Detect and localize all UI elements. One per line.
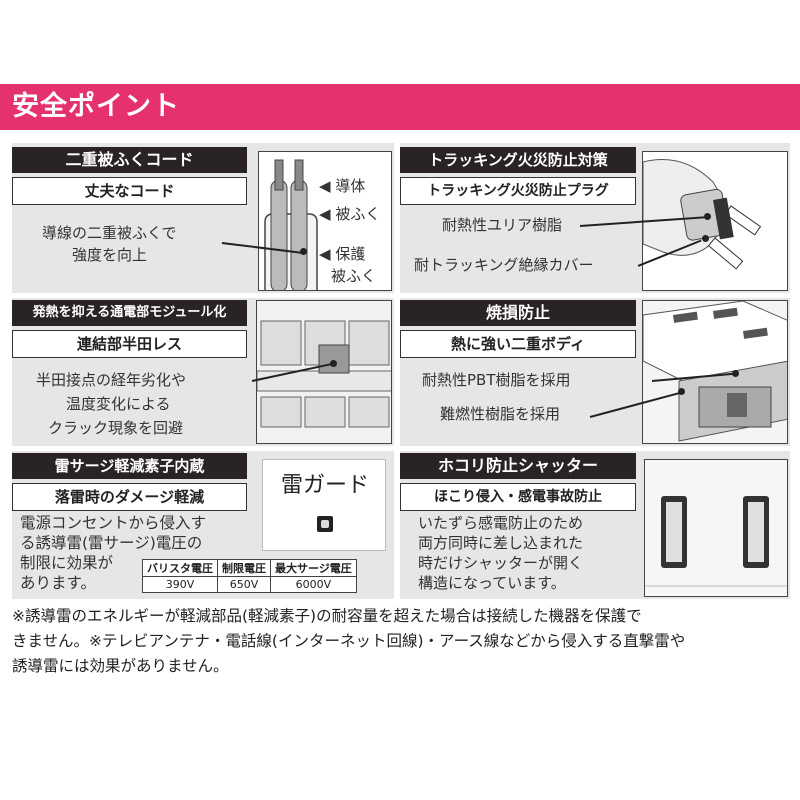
- leader-dot: [702, 235, 709, 242]
- panel-title: 雷サージ軽減素子内蔵: [12, 453, 247, 479]
- module-figure: [256, 300, 392, 444]
- section-title: 安全ポイント: [12, 91, 180, 122]
- plug-figure: [642, 151, 788, 291]
- panel-shutter: ホコリ防止シャッター ほこり侵入・感電事故防止 いたずら感電防止のため 両方同時…: [400, 451, 790, 599]
- leader-dot: [732, 370, 739, 377]
- cable-label: ◀ 被ふく: [319, 205, 381, 223]
- leader-dot: [704, 213, 711, 220]
- cable-figure: ◀ 導体 ◀ 被ふく ◀ 保護 被ふく: [258, 151, 392, 291]
- desc-line: 電源コンセントから侵入す: [20, 514, 207, 532]
- panel-title: ホコリ防止シャッター: [400, 453, 636, 479]
- plug-illustration: [643, 159, 762, 270]
- shutter-figure: [644, 459, 788, 597]
- desc-line: いたずら感電防止のため: [418, 514, 584, 532]
- table-header: 最大サージ電圧: [270, 559, 357, 577]
- leader-dot: [678, 388, 685, 395]
- panel-burn: 焼損防止 熱に強い二重ボディ 耐熱性PBT樹脂を採用 難燃性樹脂を採用: [400, 298, 790, 446]
- table-cell: 6000V: [270, 576, 357, 593]
- panel-subtitle: 熱に強い二重ボディ: [400, 330, 636, 358]
- panel-subtitle: トラッキング火災防止プラグ: [400, 177, 636, 205]
- panel-subtitle: ほこり侵入・感電事故防止: [400, 483, 636, 511]
- panel-title: 二重被ふくコード: [12, 147, 247, 173]
- panel-subtitle: 落雷時のダメージ軽減: [12, 483, 247, 511]
- voltage-table: バリスタ電圧 制限電圧 最大サージ電圧 390V 650V 6000V: [142, 559, 357, 593]
- plug-label: 耐トラッキング絶縁カバー: [414, 256, 594, 274]
- table-header: 制限電圧: [217, 559, 271, 577]
- desc-line: 導線の二重被ふくで: [42, 224, 177, 242]
- module-illustration: [257, 301, 391, 443]
- guard-label: 雷ガード: [280, 473, 369, 498]
- cable-label: ◀ 導体: [319, 177, 366, 195]
- leader-dot: [330, 360, 337, 367]
- desc-line: 構造になっています。: [418, 574, 566, 592]
- indicator-lamp-icon: [317, 516, 333, 532]
- cable-label: ◀ 保護: [319, 245, 366, 263]
- body-label: 難燃性樹脂を採用: [440, 405, 561, 423]
- body-illustration: [643, 301, 787, 443]
- footnote-line: ※誘導雷のエネルギーが軽減部品(軽減素子)の耐容量を超えた場合は接続した機器を保…: [12, 607, 642, 625]
- desc-line: 強度を向上: [72, 246, 148, 264]
- desc-line: 時だけシャッターが開く: [418, 554, 584, 572]
- panel-tracking: トラッキング火災防止対策 トラッキング火災防止プラグ 耐熱性ユリア樹脂 耐トラッ…: [400, 143, 790, 293]
- cable-label: 被ふく: [331, 267, 377, 285]
- desc-line: あります。: [20, 574, 96, 592]
- panel-title: 発熱を抑える通電部モジュール化: [12, 300, 247, 326]
- panel-title: トラッキング火災防止対策: [400, 147, 636, 173]
- table-header: バリスタ電圧: [142, 559, 218, 577]
- panel-title: 焼損防止: [400, 300, 636, 326]
- guard-figure: 雷ガード: [262, 459, 386, 551]
- table-cell: 650V: [217, 576, 271, 593]
- body-figure: [642, 300, 788, 444]
- desc-line: 温度変化による: [66, 395, 171, 413]
- desc-line: クラック現象を回避: [48, 419, 184, 437]
- desc-line: 半田接点の経年劣化や: [36, 371, 187, 389]
- body-label: 耐熱性PBT樹脂を採用: [422, 371, 571, 389]
- footnote: ※誘導雷のエネルギーが軽減部品(軽減素子)の耐容量を超えた場合は接続した機器を保…: [12, 604, 792, 679]
- panel-double-coat: 二重被ふくコード 丈夫なコード 導線の二重被ふくで 強度を向上 ◀ 導体 ◀ 被…: [12, 143, 394, 293]
- plug-label: 耐熱性ユリア樹脂: [442, 216, 563, 234]
- section-header: 安全ポイント: [0, 84, 800, 130]
- outlet-illustration: [645, 460, 787, 596]
- desc-line: る誘導雷(雷サージ)電圧の: [20, 534, 203, 552]
- footnote-line: 誘導雷には効果がありません。: [12, 657, 229, 675]
- desc-line: 両方同時に差し込まれた: [418, 534, 584, 552]
- cable-illustration: [264, 159, 318, 290]
- leader-dot: [300, 248, 307, 255]
- panel-surge: 雷サージ軽減素子内蔵 落雷時のダメージ軽減 電源コンセントから侵入す る誘導雷(…: [12, 451, 394, 599]
- desc-line: 制限に効果が: [20, 554, 114, 572]
- panel-subtitle: 連結部半田レス: [12, 330, 247, 358]
- panel-subtitle: 丈夫なコード: [12, 177, 247, 205]
- footnote-line: きません。※テレビアンテナ・電話線(インターネット回線)・アース線などから侵入す…: [12, 632, 686, 650]
- table-cell: 390V: [142, 576, 218, 593]
- panel-heat: 発熱を抑える通電部モジュール化 連結部半田レス 半田接点の経年劣化や 温度変化に…: [12, 298, 394, 446]
